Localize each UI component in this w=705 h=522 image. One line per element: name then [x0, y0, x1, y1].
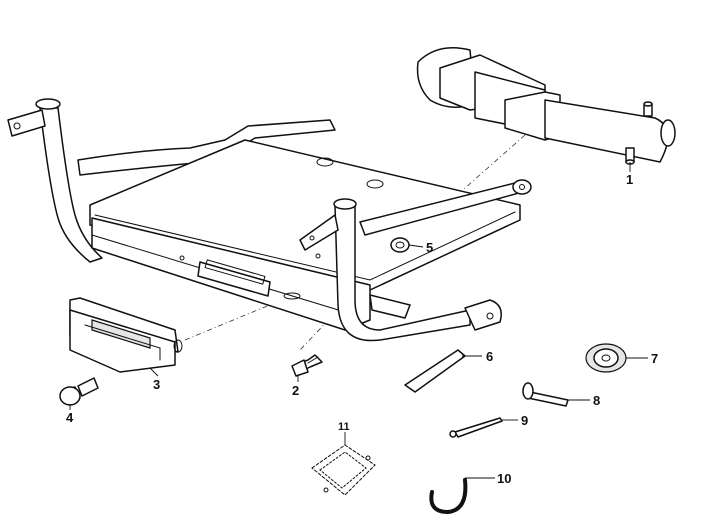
callout-4: 4 [66, 410, 74, 425]
strap [404, 349, 466, 393]
callout-3: 3 [153, 377, 160, 392]
bolt-small [291, 354, 323, 377]
flange-bolt [59, 377, 99, 406]
callout-10: 10 [497, 471, 511, 486]
leader-lines [69, 162, 648, 479]
label-bag [311, 444, 376, 496]
callout-7: 7 [651, 351, 658, 366]
pin [522, 382, 569, 407]
mounting-frame [7, 98, 532, 342]
hook [429, 478, 468, 514]
callout-6: 6 [486, 349, 493, 364]
nut [390, 237, 410, 253]
callout-11: 11 [338, 421, 350, 433]
callout-2: 2 [292, 383, 299, 398]
callout-labels: 1 2 3 4 5 6 7 8 9 10 11 [66, 172, 658, 486]
fairlead-bracket [69, 297, 183, 373]
winch [416, 47, 676, 165]
cotter-pin [449, 417, 503, 438]
bumper-pad [585, 343, 627, 373]
callout-9: 9 [521, 413, 528, 428]
callout-5: 5 [426, 240, 433, 255]
callout-8: 8 [593, 393, 600, 408]
callout-1: 1 [626, 172, 633, 187]
